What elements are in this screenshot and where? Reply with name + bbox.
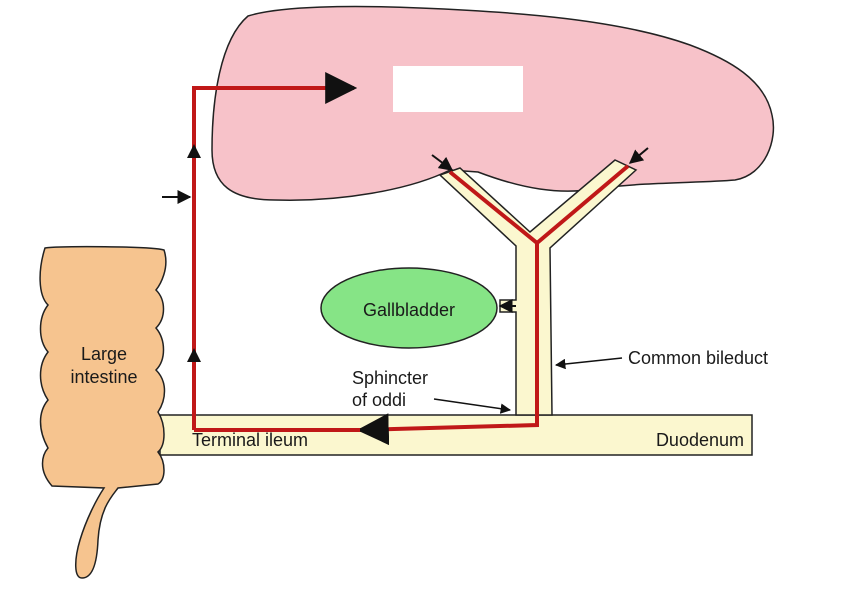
- circulation-path-return: [192, 72, 358, 430]
- intestine-band: [159, 414, 753, 456]
- circulation-path-bile-right: [535, 164, 630, 245]
- gallbladder-shape: [320, 267, 498, 349]
- duct-arrow-left: [431, 154, 454, 171]
- sphincter-label-line1: Sphincter: [352, 368, 428, 388]
- upward-arrow-lower: [187, 348, 201, 362]
- blank-label-box: [393, 66, 523, 112]
- large-intestine-label-line2: intestine: [70, 367, 137, 387]
- duodenum-label: Duodenum: [656, 430, 744, 450]
- circulation-path-bile-left: [356, 170, 539, 446]
- upward-arrow-upper: [187, 144, 201, 158]
- sphincter-label-line2: of oddi: [352, 390, 406, 410]
- terminal-ileum-label: Terminal ileum: [192, 430, 308, 450]
- duct-arrow-right: [628, 147, 649, 164]
- gallbladder-label: Gallbladder: [363, 300, 455, 320]
- large-intestine-shape: [39, 245, 167, 579]
- large-intestine-label-line1: Large: [81, 344, 127, 364]
- common-bile-duct-label: Common bileduct: [628, 348, 768, 368]
- sphincter-pointer: [433, 398, 512, 414]
- common-bile-duct-pointer: [554, 357, 623, 370]
